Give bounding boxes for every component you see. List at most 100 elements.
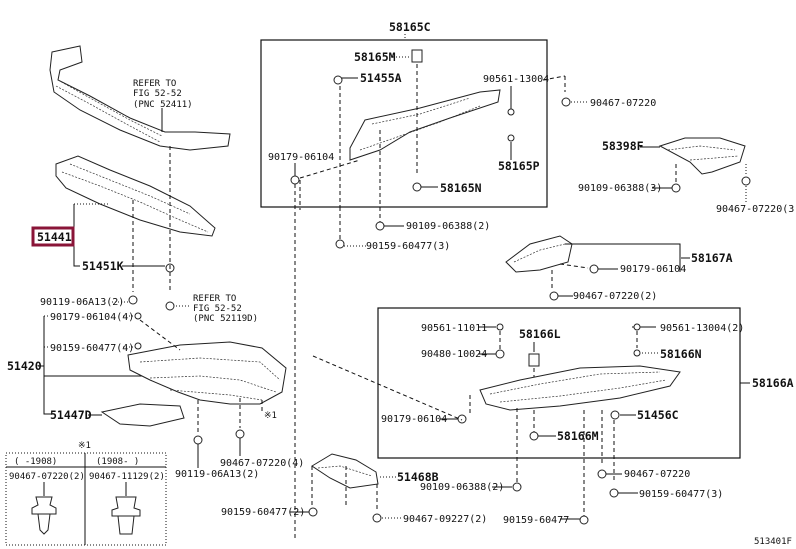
engine-under-cover-51441-drawing bbox=[55, 155, 216, 237]
part-51455a-label[interactable]: 51455A bbox=[360, 71, 402, 85]
nut-icon bbox=[589, 264, 599, 274]
part-90159-60477-label[interactable]: 90159-60477 bbox=[503, 515, 569, 526]
bolt-icon bbox=[193, 435, 203, 445]
inset-table: ※1 ( -1908) (1908- ) 90467-07220(2) 9046… bbox=[5, 441, 167, 546]
part-90109-06388-label[interactable]: 90109-06388(2) bbox=[406, 221, 490, 232]
refer-to-label-1: REFER TO bbox=[133, 79, 176, 89]
part-90159-60477-label[interactable]: 90159-60477(3) bbox=[366, 241, 450, 252]
clip-icon bbox=[111, 496, 141, 517]
part-58398f-label[interactable]: 58398F bbox=[602, 139, 644, 153]
part-90109-06388-label[interactable]: 90109-06388(2) bbox=[420, 482, 504, 493]
inset-col2-header: (1908- ) bbox=[96, 457, 139, 467]
clip-icon bbox=[561, 97, 571, 107]
part-51451k-label[interactable]: 51451K bbox=[82, 259, 124, 273]
fender-seal-58166a-drawing bbox=[479, 365, 681, 411]
part-58165n-label[interactable]: 58165N bbox=[440, 181, 482, 195]
clip-icon bbox=[610, 410, 620, 420]
nut-icon bbox=[134, 312, 142, 320]
clip-icon bbox=[117, 515, 135, 535]
bolt-icon bbox=[134, 342, 142, 350]
nut-icon bbox=[496, 323, 504, 331]
clip-icon bbox=[333, 75, 343, 85]
clip-icon bbox=[741, 176, 751, 186]
part-51420-label[interactable]: 51420 bbox=[7, 359, 42, 373]
pin-icon bbox=[529, 431, 539, 441]
clip-icon bbox=[597, 469, 607, 479]
part-51441-label[interactable]: 51441 bbox=[37, 230, 72, 244]
cover-58167a-drawing bbox=[505, 235, 573, 273]
part-90119-06a13-label[interactable]: 90119-06A13(2) bbox=[175, 469, 259, 480]
inset-col1-part[interactable]: 90467-07220(2) bbox=[9, 472, 85, 482]
nut-icon bbox=[507, 108, 515, 116]
part-58167a-label[interactable]: 58167A bbox=[691, 251, 733, 265]
inset-col2-part[interactable]: 90467-11129(2) bbox=[89, 472, 165, 482]
part-90467-09227-label[interactable]: 90467-09227(2) bbox=[403, 514, 487, 525]
clip-icon bbox=[633, 349, 641, 357]
part-58166n-label[interactable]: 58166N bbox=[660, 347, 702, 361]
bolt-icon bbox=[512, 482, 522, 492]
pin-icon bbox=[411, 49, 423, 63]
leader-line bbox=[312, 355, 463, 421]
part-58166l-label[interactable]: 58166L bbox=[519, 327, 561, 341]
part-51468b-label[interactable]: 51468B bbox=[397, 470, 439, 484]
clip-icon bbox=[31, 496, 57, 515]
pin-icon bbox=[412, 182, 422, 192]
bolt-icon bbox=[165, 301, 175, 311]
nut-icon bbox=[633, 323, 641, 331]
part-58165m-label[interactable]: 58165M bbox=[354, 50, 396, 64]
fender-seal-58165c-drawing bbox=[349, 89, 501, 161]
part-90179-06104-label[interactable]: 90179-06104 bbox=[620, 264, 686, 275]
bolt-icon bbox=[335, 239, 345, 249]
leader-line bbox=[559, 263, 589, 269]
part-90467-07220-label[interactable]: 90467-07220(4) bbox=[220, 458, 304, 469]
part-51447d-label[interactable]: 51447D bbox=[50, 408, 92, 422]
part-90119-06a13-label[interactable]: 90119-06A13(2) bbox=[40, 297, 124, 308]
part-90109-06388-label[interactable]: 90109-06388(3) bbox=[578, 183, 662, 194]
part-90159-60477-label[interactable]: 90159-60477(3) bbox=[639, 489, 723, 500]
part-58166a-label[interactable]: 58166A bbox=[752, 376, 794, 390]
grommet-icon bbox=[495, 349, 505, 359]
part-90467-07220-label[interactable]: 90467-07220 bbox=[624, 469, 690, 480]
clip-icon bbox=[372, 513, 382, 523]
pin-icon bbox=[528, 353, 540, 367]
bracket-58398f-drawing bbox=[658, 137, 746, 175]
refer-to-label-2: FIG 52-52 bbox=[193, 304, 242, 314]
nut-icon bbox=[457, 414, 467, 424]
leader-line bbox=[542, 75, 566, 81]
inset-mark: ※1 bbox=[78, 441, 91, 451]
part-58165c-label[interactable]: 58165C bbox=[389, 20, 431, 34]
leader-line bbox=[73, 204, 80, 267]
part-90467-07220-label[interactable]: 90467-07220 bbox=[590, 98, 656, 109]
refer-to-label-2: REFER TO bbox=[193, 294, 236, 304]
part-90179-06104-label[interactable]: 90179-06104 bbox=[381, 414, 447, 425]
part-51456c-label[interactable]: 51456C bbox=[637, 408, 679, 422]
bolt-icon bbox=[579, 515, 589, 525]
part-58166m-label[interactable]: 58166M bbox=[557, 429, 599, 443]
clip-icon bbox=[37, 513, 51, 535]
group-58165c-box bbox=[260, 39, 548, 208]
part-90467-07220-label[interactable]: 90467-07220(3) bbox=[716, 204, 796, 215]
refer-to-label-1: FIG 52-52 bbox=[133, 89, 182, 99]
clip-icon bbox=[507, 134, 515, 142]
bolt-icon bbox=[308, 507, 318, 517]
part-90159-60477-label[interactable]: 90159-60477(4) bbox=[50, 343, 134, 354]
bolt-icon bbox=[375, 221, 385, 231]
part-90159-60477-label[interactable]: 90159-60477(2) bbox=[221, 507, 305, 518]
part-90179-06104-label[interactable]: 90179-06104 bbox=[268, 152, 334, 163]
bolt-icon bbox=[609, 488, 619, 498]
part-58165p-label[interactable]: 58165P bbox=[498, 159, 540, 173]
part-90480-10024-label[interactable]: 90480-10024 bbox=[421, 349, 487, 360]
bumper-reinforcement-drawing bbox=[49, 45, 231, 151]
leader-line bbox=[43, 316, 52, 415]
part-90561-11011-label[interactable]: 90561-11011 bbox=[421, 323, 487, 334]
bracket-51468b-drawing bbox=[311, 453, 379, 489]
seal-51447d-drawing bbox=[100, 403, 185, 427]
part-90561-13004-label[interactable]: 90561-13004 bbox=[483, 74, 549, 85]
highlight-box[interactable] bbox=[31, 226, 75, 247]
part-90467-07220-label[interactable]: 90467-07220(2) bbox=[573, 291, 657, 302]
part-90561-13004-label[interactable]: 90561-13004(2) bbox=[660, 323, 744, 334]
leader-line bbox=[299, 159, 361, 179]
part-90179-06104-label[interactable]: 90179-06104(4) bbox=[50, 312, 134, 323]
note-mark: ※1 bbox=[264, 411, 277, 421]
